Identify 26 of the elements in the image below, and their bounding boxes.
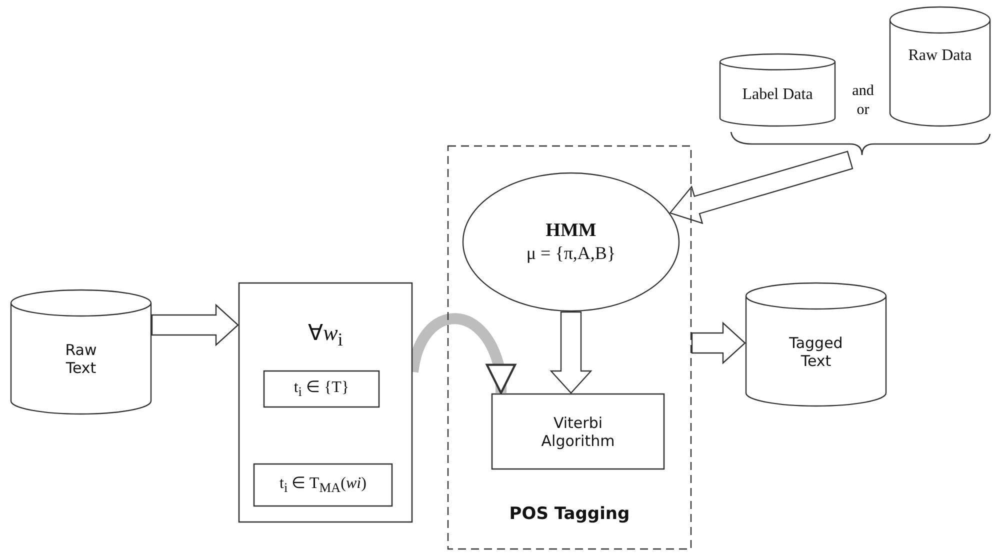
node-label: Raw Text: [64, 341, 98, 377]
database-cylinder: [745, 282, 887, 407]
node-label: t$_{i}$ ∈ {T}: [294, 378, 350, 400]
formula-box: [253, 463, 393, 507]
dashed-group-box: [447, 145, 692, 550]
node-label: Label Data: [742, 84, 813, 104]
group-title: POS Tagging: [508, 504, 631, 524]
process-box: [238, 282, 413, 523]
note-text: and or: [851, 82, 875, 120]
database-cylinder: [889, 6, 991, 127]
model-ellipse: [462, 172, 680, 312]
process-box: [491, 393, 665, 470]
formula-text: ∀w$_{i}$: [308, 320, 343, 352]
node-label: Viterbi Algorithm: [540, 414, 616, 450]
database-cylinder: [719, 53, 836, 127]
formula-box: [263, 370, 380, 408]
block-arrow: [151, 304, 239, 346]
node-label: Tagged Text: [788, 334, 844, 370]
formula-text: μ = {π,A,B}: [526, 242, 616, 264]
block-arrow: [669, 150, 854, 224]
node-label: t$_{i}$ ∈ T$_{MA}$(wi): [280, 474, 366, 496]
block-arrow: [550, 311, 592, 394]
block-arrow: [691, 322, 746, 364]
model-title: HMM: [546, 220, 596, 243]
database-cylinder: [10, 289, 152, 415]
node-label: Raw Data: [908, 46, 972, 66]
